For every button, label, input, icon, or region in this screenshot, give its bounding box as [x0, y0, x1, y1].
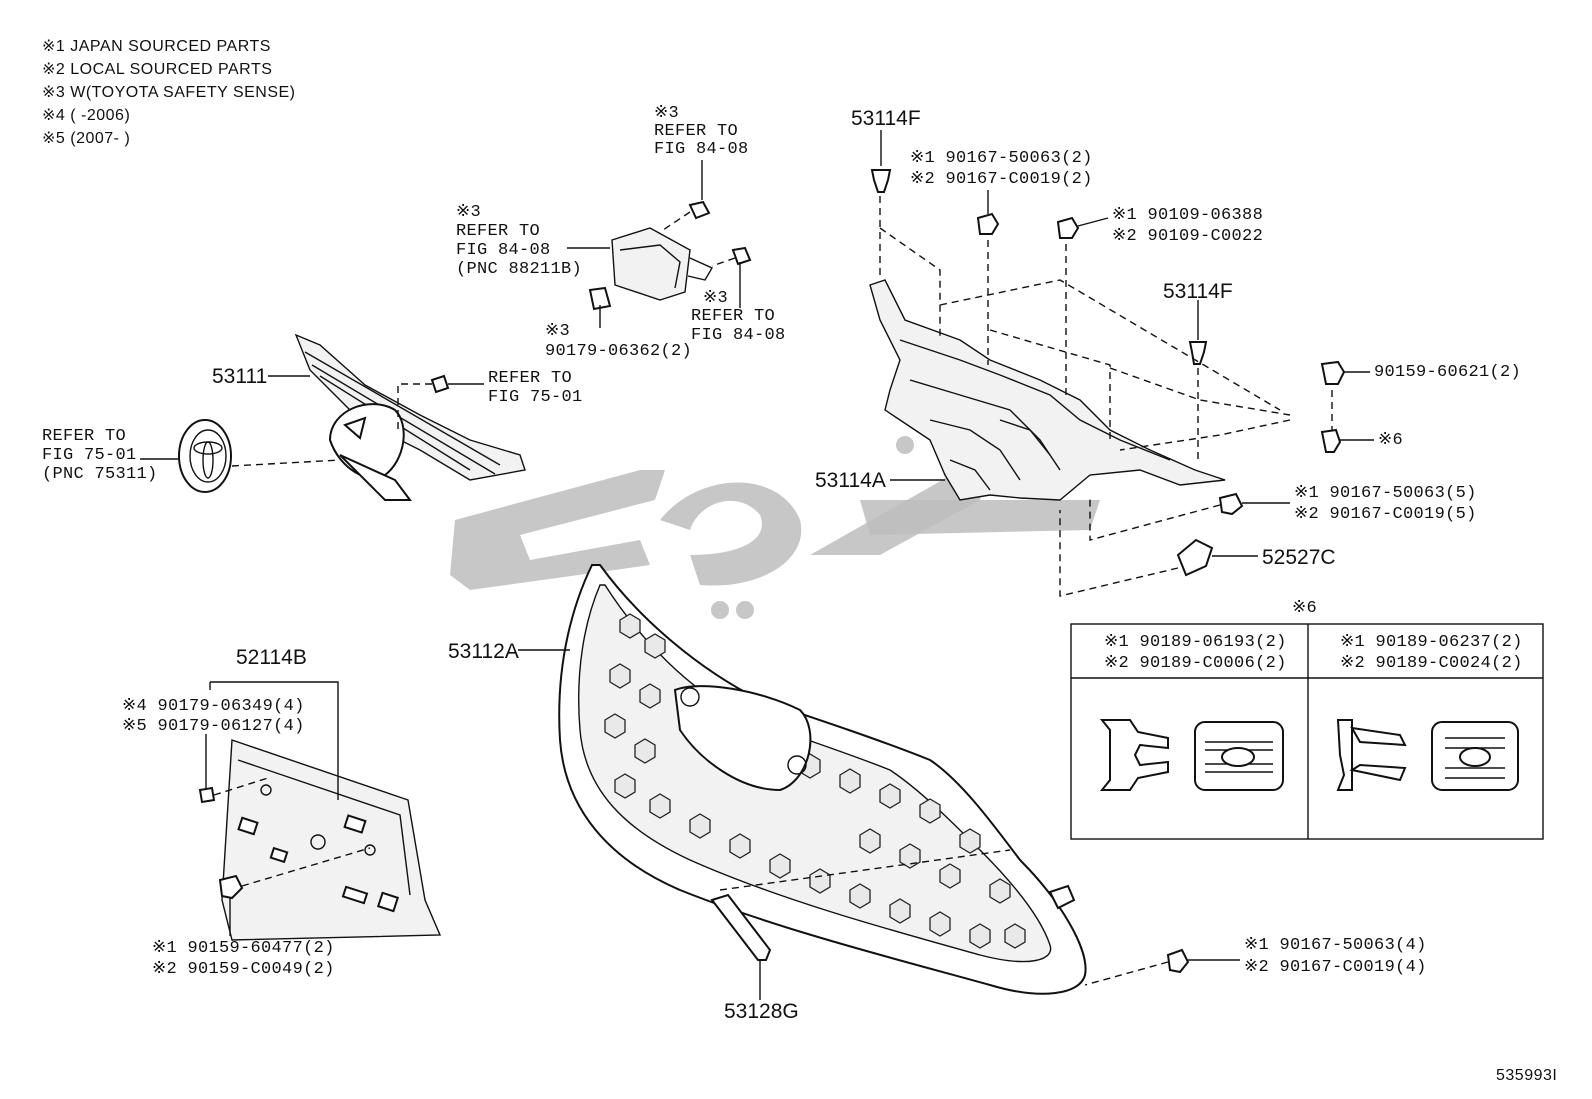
part-number-53114A[interactable]: 53114A	[815, 469, 886, 492]
clip-icon	[430, 374, 450, 394]
footnote-5: ※5 (2007- )	[42, 130, 130, 147]
nut-plate-pn-line2[interactable]: ※5 90179-06127(4)	[122, 717, 305, 736]
nut-part-number[interactable]: 90179-06362(2)	[545, 342, 692, 361]
trim-53128G	[710, 893, 772, 961]
bolt-top-pn-line1[interactable]: ※1 90109-06388	[1112, 206, 1263, 225]
clip-bottom-pn-line1[interactable]: ※1 90167-50063(4)	[1244, 936, 1427, 955]
grille-hex-mesh	[604, 613, 1026, 949]
radar-sensor-assembly	[567, 160, 752, 328]
bracket-52527C	[1176, 538, 1214, 577]
nut-icon	[588, 286, 612, 311]
nut-icon	[198, 786, 216, 804]
detail-col1-line1[interactable]: ※1 90189-06193(2)	[1104, 633, 1287, 652]
ref-fig-84-08-right-line2[interactable]: FIG 84-08	[691, 326, 786, 345]
clip-detail-table: ※6 ※1 90189-06193(2) ※2 90189-C0006(2) ※…	[1070, 599, 1544, 840]
clip-top-pn-line2[interactable]: ※2 90167-C0019(2)	[910, 170, 1093, 189]
license-bracket-52114B	[221, 739, 442, 941]
bolt-icon	[1056, 216, 1080, 239]
figure-id: 535993I	[1496, 1067, 1557, 1084]
footnote-2: ※2 LOCAL SOURCED PARTS	[42, 61, 272, 78]
bolt-top-pn-line2[interactable]: ※2 90109-C0022	[1112, 227, 1263, 246]
ref-fig-84-08-top-line1[interactable]: REFER TO	[654, 122, 738, 141]
detail-col2-line1[interactable]: ※1 90189-06237(2)	[1340, 633, 1523, 652]
clip-side-view-icon	[1336, 719, 1407, 791]
nut-plate-pn-line1[interactable]: ※4 90179-06349(4)	[122, 697, 305, 716]
ref-fig-75-01-left-line1[interactable]: REFER TO	[42, 427, 126, 446]
screw-right-pn[interactable]: 90159-60621(2)	[1374, 363, 1521, 382]
ref-fig-84-08-right-line1[interactable]: REFER TO	[691, 307, 775, 326]
bolt-icon	[731, 246, 752, 266]
toyota-emblem	[178, 419, 232, 493]
footnote-3: ※3 W(TOYOTA SAFETY SENSE)	[42, 84, 296, 101]
part-number-53114F-right[interactable]: 53114F	[1163, 280, 1233, 303]
bolt-icon	[688, 200, 711, 220]
clip-side-view-icon	[1099, 719, 1169, 791]
part-number-53111[interactable]: 53111	[212, 365, 267, 388]
clip-53114F-top-icon	[870, 169, 892, 193]
ref-fig-84-08-left-pnc: (PNC 88211B)	[456, 260, 582, 279]
clip-icon	[1320, 428, 1342, 453]
screw-plate-pn-line1[interactable]: ※1 90159-60477(2)	[152, 939, 335, 958]
ref-fig-75-01-upper-line1[interactable]: REFER TO	[488, 369, 572, 388]
clip-icon	[1218, 492, 1244, 516]
clip-top-pn-line1[interactable]: ※1 90167-50063(2)	[910, 149, 1093, 168]
screw-icon	[218, 874, 244, 900]
part-number-53112A[interactable]: 53112A	[448, 640, 519, 663]
footnote-legend: ※1 JAPAN SOURCED PARTS ※2 LOCAL SOURCED …	[42, 38, 296, 147]
footnote-4: ※4 ( -2006)	[42, 107, 130, 124]
part-number-52527C[interactable]: 52527C	[1262, 546, 1336, 569]
watermark-logo	[450, 436, 1100, 619]
screw-icon	[1320, 360, 1346, 385]
clip-mid-pn-line2[interactable]: ※2 90167-C0019(5)	[1294, 505, 1477, 524]
nut-part-mark: ※3	[545, 322, 570, 341]
clip-bottom-pn-line2[interactable]: ※2 90167-C0019(4)	[1244, 958, 1427, 977]
grille-bracket-53114A	[869, 279, 1226, 501]
clip-ref-6: ※6	[1378, 431, 1403, 450]
ref-fig-84-08-left-mark: ※3	[456, 203, 481, 222]
radiator-grille-53112A	[558, 564, 1087, 995]
detail-table-title: ※6	[1292, 599, 1317, 618]
clip-icon	[1166, 948, 1190, 974]
ref-fig-84-08-left-line2[interactable]: FIG 84-08	[456, 241, 551, 260]
part-number-53128G[interactable]: 53128G	[724, 1000, 799, 1023]
clip-mid-pn-line1[interactable]: ※1 90167-50063(5)	[1294, 484, 1477, 503]
detail-col1-line2[interactable]: ※2 90189-C0006(2)	[1104, 654, 1287, 673]
detail-col2-line2[interactable]: ※2 90189-C0024(2)	[1340, 654, 1523, 673]
ref-fig-84-08-left-line1[interactable]: REFER TO	[456, 222, 540, 241]
ref-fig-84-08-top-mark: ※3	[654, 104, 679, 123]
ref-fig-84-08-top-line2[interactable]: FIG 84-08	[654, 140, 749, 159]
clip-53114F-right-icon	[1188, 341, 1208, 365]
screw-plate-pn-line2[interactable]: ※2 90159-C0049(2)	[152, 960, 335, 979]
ref-fig-75-01-left-pnc: (PNC 75311)	[42, 465, 158, 484]
clip-top-view-icon	[1194, 721, 1284, 791]
ref-fig-75-01-upper-line2[interactable]: FIG 75-01	[488, 388, 583, 407]
ref-fig-75-01-left-line2[interactable]: FIG 75-01	[42, 446, 137, 465]
ref-fig-84-08-right-mark: ※3	[703, 289, 728, 308]
footnote-1: ※1 JAPAN SOURCED PARTS	[42, 38, 271, 55]
part-number-53114F-top[interactable]: 53114F	[851, 107, 921, 130]
clip-top-view-icon	[1431, 721, 1519, 791]
clip-icon	[976, 212, 1000, 235]
part-number-52114B[interactable]: 52114B	[236, 646, 307, 669]
upper-grille-53111	[294, 333, 526, 501]
